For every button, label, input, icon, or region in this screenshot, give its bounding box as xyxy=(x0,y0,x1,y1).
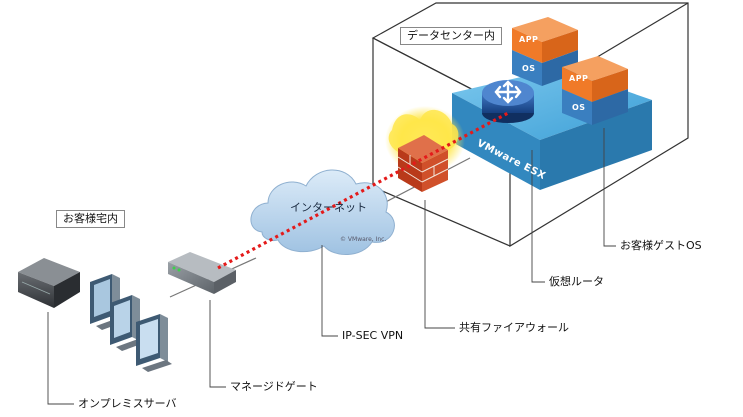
cloud-watermark: © VMware, Inc. xyxy=(340,236,387,243)
server-icon xyxy=(18,258,80,308)
guest-os-label: お客様ゲストOS xyxy=(620,239,702,252)
vm-icon xyxy=(562,56,628,125)
internet-label: インターネット xyxy=(290,201,367,214)
vpn-tunnel-line xyxy=(217,110,511,270)
managed-gateway-label: マネージドゲート xyxy=(230,380,318,393)
router-icon xyxy=(482,80,534,123)
vm-icon xyxy=(512,17,578,86)
virtual-router-label: 仮想ルータ xyxy=(549,275,604,288)
gateway-icon xyxy=(168,252,236,294)
vm-app-label: APP xyxy=(519,35,539,44)
ipsec-vpn-label: IP-SEC VPN xyxy=(342,329,404,342)
datacenter-label: データセンター内 xyxy=(400,27,502,45)
onprem-server-label: オンプレミスサーバ xyxy=(78,397,177,410)
computer-icon xyxy=(136,314,172,372)
vm-os-label: OS xyxy=(572,103,586,112)
shared-firewall-label: 共有ファイアウォール xyxy=(459,321,569,334)
vm-os-label: OS xyxy=(522,64,536,73)
callout-leaders xyxy=(47,128,616,405)
customer-site-label: お客様宅内 xyxy=(56,210,125,228)
firewall-icon xyxy=(385,106,465,192)
vm-app-label: APP xyxy=(569,74,589,83)
